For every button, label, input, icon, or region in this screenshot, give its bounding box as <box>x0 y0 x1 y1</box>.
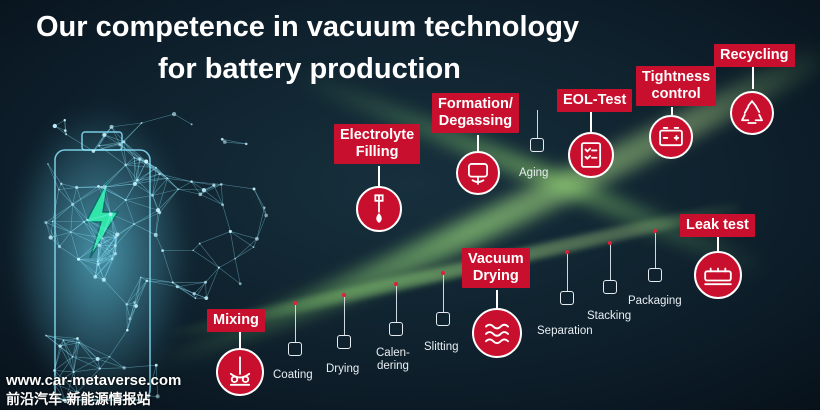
substep-box-aging <box>530 138 544 152</box>
battery-cells-icon <box>694 251 742 299</box>
connector-eol <box>590 112 592 134</box>
substep-label-calendering-line1: Calen- <box>376 347 410 359</box>
substep-label-aging: Aging <box>519 167 549 179</box>
substep-box-packaging <box>648 268 662 282</box>
substep-dot-coating <box>293 301 297 305</box>
substep-label-packaging: Packaging <box>628 295 682 307</box>
substep-line-stacking <box>610 245 611 280</box>
substep-line-packaging <box>655 233 656 268</box>
step-label-electrolyte-line2: Filling <box>355 144 399 160</box>
heat-waves-icon <box>472 308 522 358</box>
degassing-icon <box>456 151 500 195</box>
checklist-icon <box>568 132 614 178</box>
substep-dot-calendering <box>394 282 398 286</box>
substep-line-aging <box>537 110 538 138</box>
headline-line-2: for battery production <box>158 53 461 85</box>
substep-label-drying: Drying <box>326 363 360 375</box>
step-label-tightness-control: Tightness control <box>636 66 717 106</box>
watermark-text: 前沿汽车-新能源情报站 <box>6 391 151 407</box>
substep-line-separation <box>567 254 568 291</box>
step-label-eol-test: EOL-Test <box>557 89 633 112</box>
step-label-vacuum-drying: Vacuum Drying <box>462 248 530 288</box>
watermark-url: www.car-metaverse.com <box>6 372 182 389</box>
step-label-formation-line1: Formation/ <box>438 96 513 112</box>
substep-label-calendering: Calen- dering <box>376 347 410 373</box>
connector-formation <box>477 135 479 153</box>
substep-box-slitting <box>436 312 450 326</box>
substep-line-drying <box>344 297 345 335</box>
substep-dot-stacking <box>608 241 612 245</box>
connector-vacuum-drying <box>496 290 498 310</box>
substep-label-separation: Separation <box>537 325 593 337</box>
substep-box-calendering <box>389 322 403 336</box>
battery-icon <box>649 115 693 159</box>
step-label-electrolyte-filling: Electrolyte Filling <box>334 124 421 164</box>
substep-dot-packaging <box>653 229 657 233</box>
substep-box-stacking <box>603 280 617 294</box>
step-label-vacuum-line2: Drying <box>472 268 519 284</box>
substep-dot-slitting <box>441 271 445 275</box>
recycle-icon <box>730 91 774 135</box>
step-label-leak-test: Leak test <box>680 214 755 237</box>
substep-label-slitting: Slitting <box>424 341 459 353</box>
step-label-tightness-line2: control <box>651 86 701 102</box>
substep-line-coating <box>295 305 296 342</box>
connector-mixing <box>239 332 241 350</box>
substep-box-drying <box>337 335 351 349</box>
substep-box-separation <box>560 291 574 305</box>
step-label-formation-line2: Degassing <box>438 113 513 129</box>
substep-label-calendering-line2: dering <box>376 360 409 372</box>
connector-electrolyte <box>378 166 380 188</box>
step-label-tightness-line1: Tightness <box>642 69 711 85</box>
substep-dot-drying <box>342 293 346 297</box>
substep-label-stacking: Stacking <box>587 310 632 322</box>
step-label-recycling: Recycling <box>714 44 795 67</box>
substep-line-slitting <box>443 275 444 312</box>
step-label-mixing: Mixing <box>207 309 265 332</box>
substep-dot-separation <box>565 250 569 254</box>
headline-line-1: Our competence in vacuum technology <box>36 11 580 43</box>
connector-leak-test <box>717 237 719 253</box>
connector-recycling <box>752 67 754 89</box>
substep-box-coating <box>288 342 302 356</box>
substep-line-calendering <box>396 286 397 322</box>
connector-tightness <box>671 107 673 117</box>
step-label-formation-degassing: Formation/ Degassing <box>432 93 519 133</box>
mixer-icon <box>216 348 264 396</box>
pipette-icon <box>356 186 402 232</box>
step-label-electrolyte-line1: Electrolyte <box>340 127 415 143</box>
step-label-vacuum-line1: Vacuum <box>468 251 524 267</box>
substep-label-coating: Coating <box>273 369 313 381</box>
